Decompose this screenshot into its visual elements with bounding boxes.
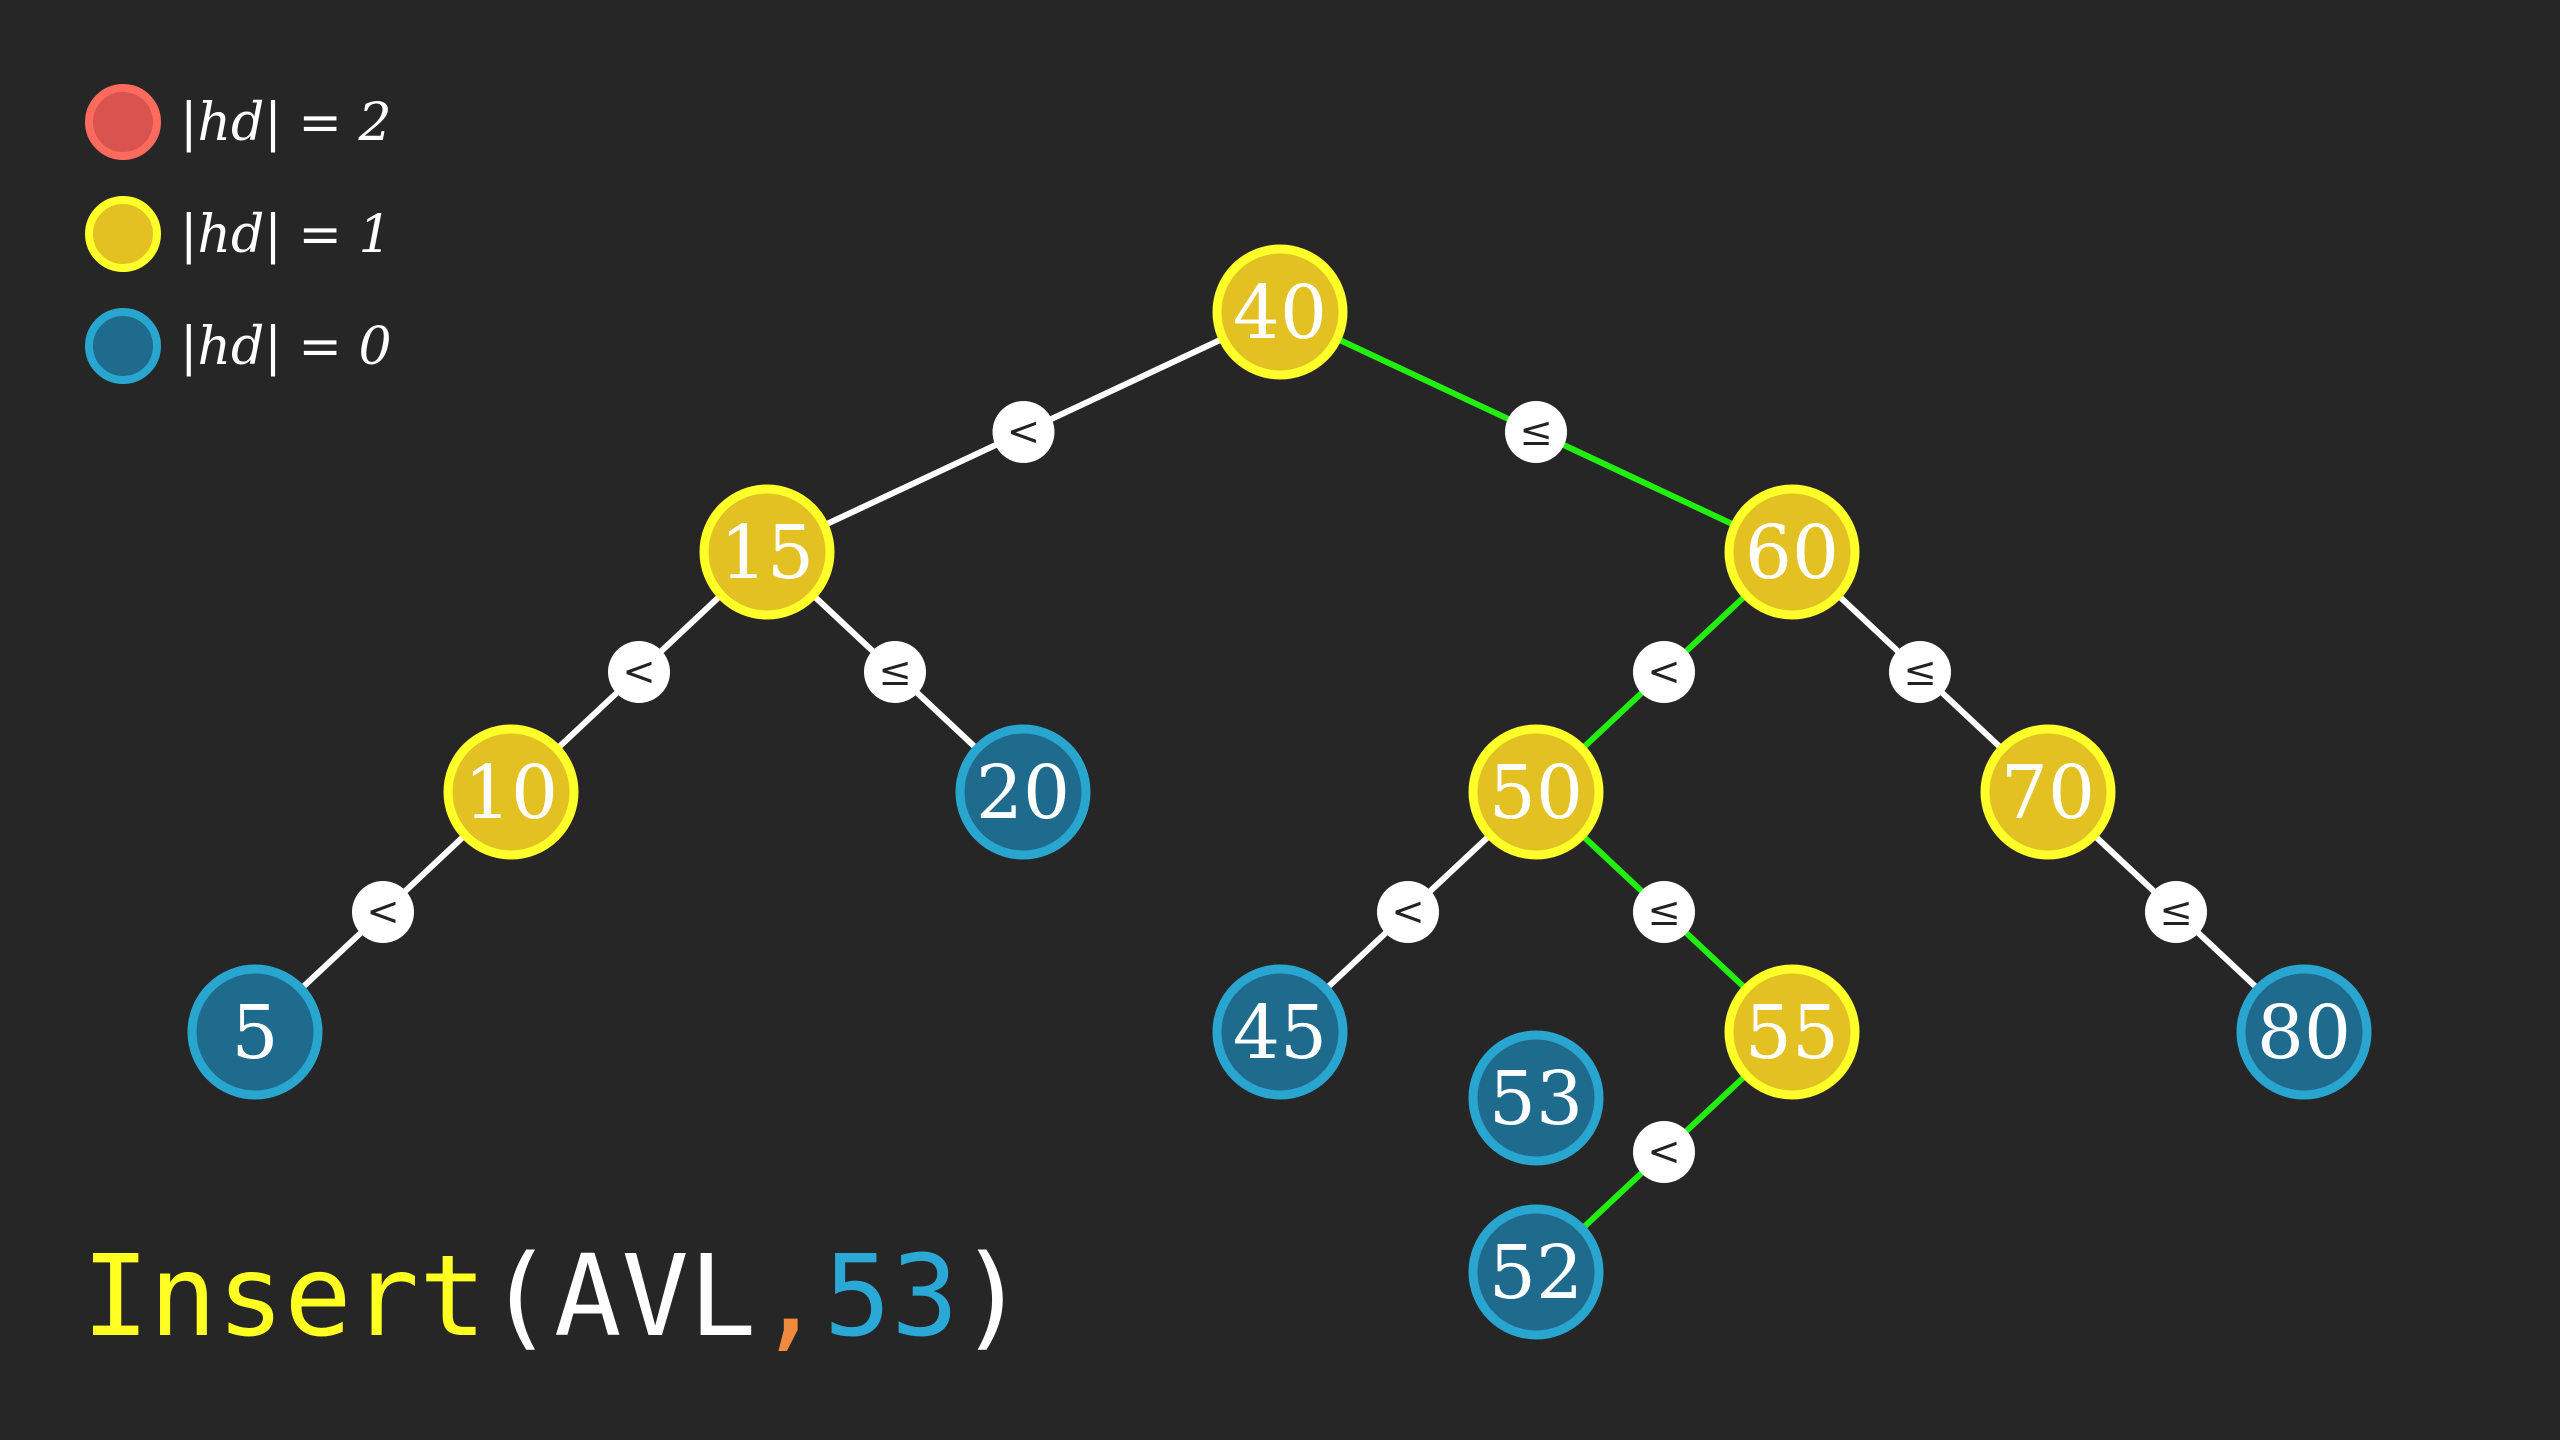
edge-label-n40-n60: ≤ [1505,401,1567,463]
node-value: 5 [231,990,278,1076]
tree-node-5: 5 [187,964,323,1100]
node-value: 45 [1233,990,1327,1076]
command-comma: , [756,1232,823,1362]
node-value: 50 [1489,750,1583,836]
node-circle [1980,724,2116,860]
legend-item-hd2: |hd| = 2 [85,84,392,160]
node-circle [1724,964,1860,1100]
edge-label-n40-n15: < [992,401,1055,463]
node-circle [1724,484,1860,620]
edge-label-badge [1633,641,1695,703]
tree-nodes: 40 15 60 10 20 50 70 5 45 55 80 52 53 [187,244,2372,1340]
edge-comparison-symbol: < [1647,1129,1681,1175]
tree-node-70: 70 [1980,724,2116,860]
node-circle [955,724,1091,860]
node-value: 80 [2257,990,2351,1076]
command-arg: AVL [554,1232,756,1362]
edge-label-n15-n20: ≤ [864,641,926,703]
command-value: 53 [824,1232,959,1362]
tree-node-50: 50 [1468,724,1604,860]
edge-label-badge [608,641,670,703]
node-circle [1212,244,1348,380]
node-circle [443,724,579,860]
node-circle [699,484,835,620]
edge-label-n60-n70: ≤ [1889,641,1951,703]
edge-comparison-symbol: < [1647,649,1681,695]
legend-swatch [85,196,161,272]
tree-node-10: 10 [443,724,579,860]
legend-swatch [85,308,161,384]
edge-label-badge [1633,881,1695,943]
tree-node-52: 52 [1468,1204,1604,1340]
node-circle [1468,1030,1604,1166]
command-close-paren: ) [959,1232,1026,1362]
legend-label: |hd| = 2 [180,93,392,153]
command-open-paren: ( [487,1232,554,1362]
edge-label-n15-n10: < [608,641,670,703]
edge-comparison-symbol: ≤ [2159,889,2193,935]
edge-comparison-symbol: < [366,889,400,935]
edge-labels: < ≤ < ≤ < ≤ < < ≤ ≤ < [352,401,2207,1183]
edge-label-n55-n52: < [1633,1121,1695,1183]
node-value: 70 [2001,750,2095,836]
node-value: 55 [1745,990,1839,1076]
edge-label-badge [2145,881,2207,943]
legend-label: |hd| = 0 [180,317,392,377]
node-circle [2236,964,2372,1100]
edge-comparison-symbol: ≤ [878,649,912,695]
node-value: 20 [976,750,1070,836]
edge-comparison-symbol: < [1007,409,1041,455]
node-circle [1468,1204,1604,1340]
legend: |hd| = 2 |hd| = 1 |hd| = 0 [85,84,392,384]
edge-label-badge [1889,641,1951,703]
node-value: 53 [1489,1056,1583,1142]
tree-node-60: 60 [1724,484,1860,620]
edge-label-badge [1633,1121,1695,1183]
edge-label-badge [864,641,926,703]
edge-label-badge [992,401,1055,463]
node-value: 52 [1489,1230,1583,1316]
edge-label-n10-n5: < [352,881,414,943]
insert-command: Insert(AVL,53) [82,1232,1026,1362]
node-circle [1468,724,1604,860]
tree-node-40: 40 [1212,244,1348,380]
edge-comparison-symbol: ≤ [1903,649,1937,695]
legend-swatch [85,84,161,160]
node-circle [187,964,323,1100]
edge-label-badge [1505,401,1567,463]
edge-comparison-symbol: < [622,649,656,695]
legend-item-hd1: |hd| = 1 [85,196,392,272]
edge-label-n60-n50: < [1633,641,1695,703]
edge-label-n70-n80: ≤ [2145,881,2207,943]
node-value: 40 [1233,270,1327,356]
edge-label-n50-n55: ≤ [1633,881,1695,943]
tree-node-20: 20 [955,724,1091,860]
node-value: 15 [720,510,814,596]
edge-comparison-symbol: ≤ [1519,409,1553,455]
tree-node-45: 45 [1212,964,1348,1100]
edge-label-badge [1377,881,1439,943]
tree-node-53: 53 [1468,1030,1604,1166]
edge-comparison-symbol: < [1391,889,1425,935]
node-circle [1212,964,1348,1100]
node-value: 60 [1745,510,1839,596]
legend-item-hd0: |hd| = 0 [85,308,392,384]
edge-label-badge [352,881,414,943]
legend-label: |hd| = 1 [180,205,392,265]
edge-comparison-symbol: ≤ [1647,889,1681,935]
node-value: 10 [464,750,558,836]
command-func: Insert [82,1232,487,1362]
tree-node-80: 80 [2236,964,2372,1100]
tree-node-55: 55 [1724,964,1860,1100]
edge-label-n50-n45: < [1377,881,1439,943]
tree-node-15: 15 [699,484,835,620]
